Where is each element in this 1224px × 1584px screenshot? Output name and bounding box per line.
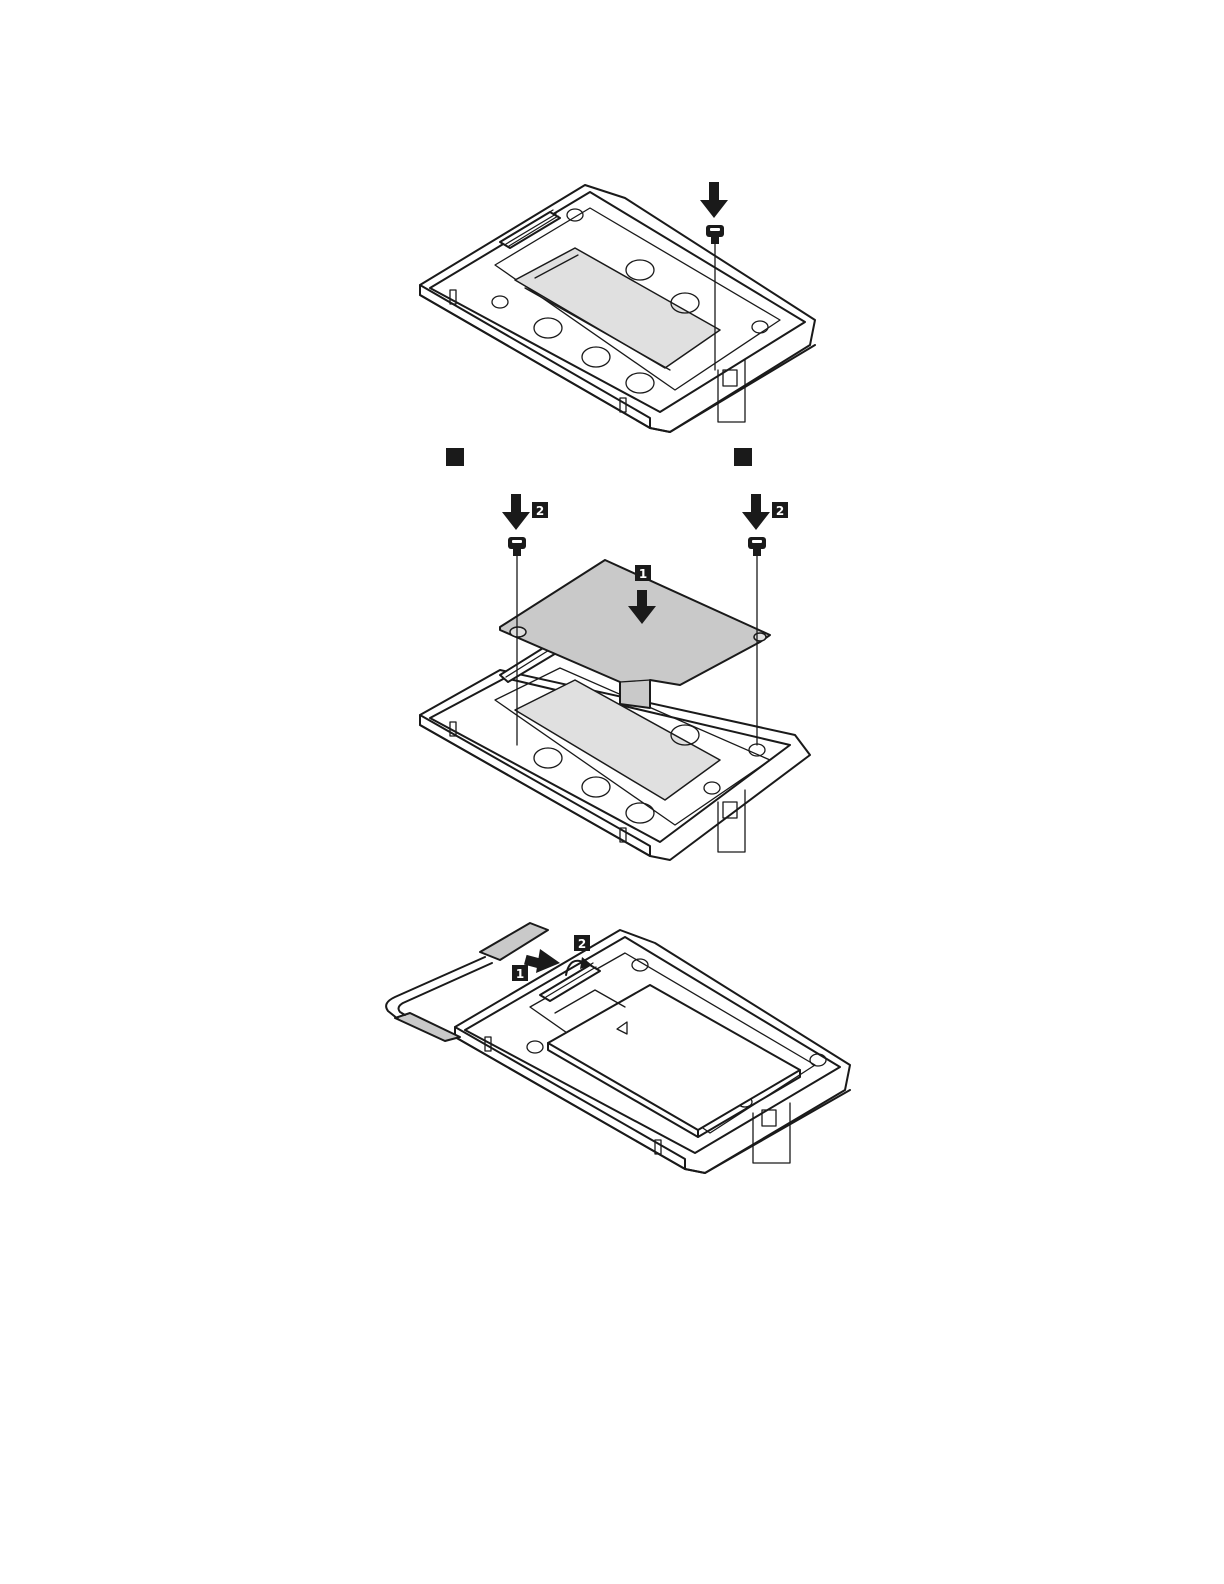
- svg-text:2: 2: [578, 937, 586, 951]
- marker-square: [446, 448, 464, 466]
- figure-tray-screw: [0, 170, 1224, 440]
- svg-text:1: 1: [639, 567, 647, 581]
- callout-1: 1: [512, 965, 528, 981]
- callout-1: 1: [635, 565, 651, 581]
- svg-text:2: 2: [776, 504, 784, 518]
- screw-icon: [748, 537, 766, 556]
- marker-square: [734, 448, 752, 466]
- callout-2-right: 2: [772, 502, 788, 518]
- callout-2-left: 2: [532, 502, 548, 518]
- screw-icon: [706, 225, 724, 244]
- arrow-down-icon: [700, 182, 728, 218]
- svg-text:2: 2: [536, 504, 544, 518]
- callout-2: 2: [574, 935, 590, 951]
- figure-connect-cable: 1 2: [0, 915, 1224, 1175]
- arrow-down-icon: [502, 494, 530, 530]
- arrow-down-icon: [742, 494, 770, 530]
- drive-tray: [420, 185, 815, 432]
- figure-install-bracket: 2 2 1: [0, 440, 1224, 860]
- svg-text:1: 1: [516, 967, 524, 981]
- screw-icon: [508, 537, 526, 556]
